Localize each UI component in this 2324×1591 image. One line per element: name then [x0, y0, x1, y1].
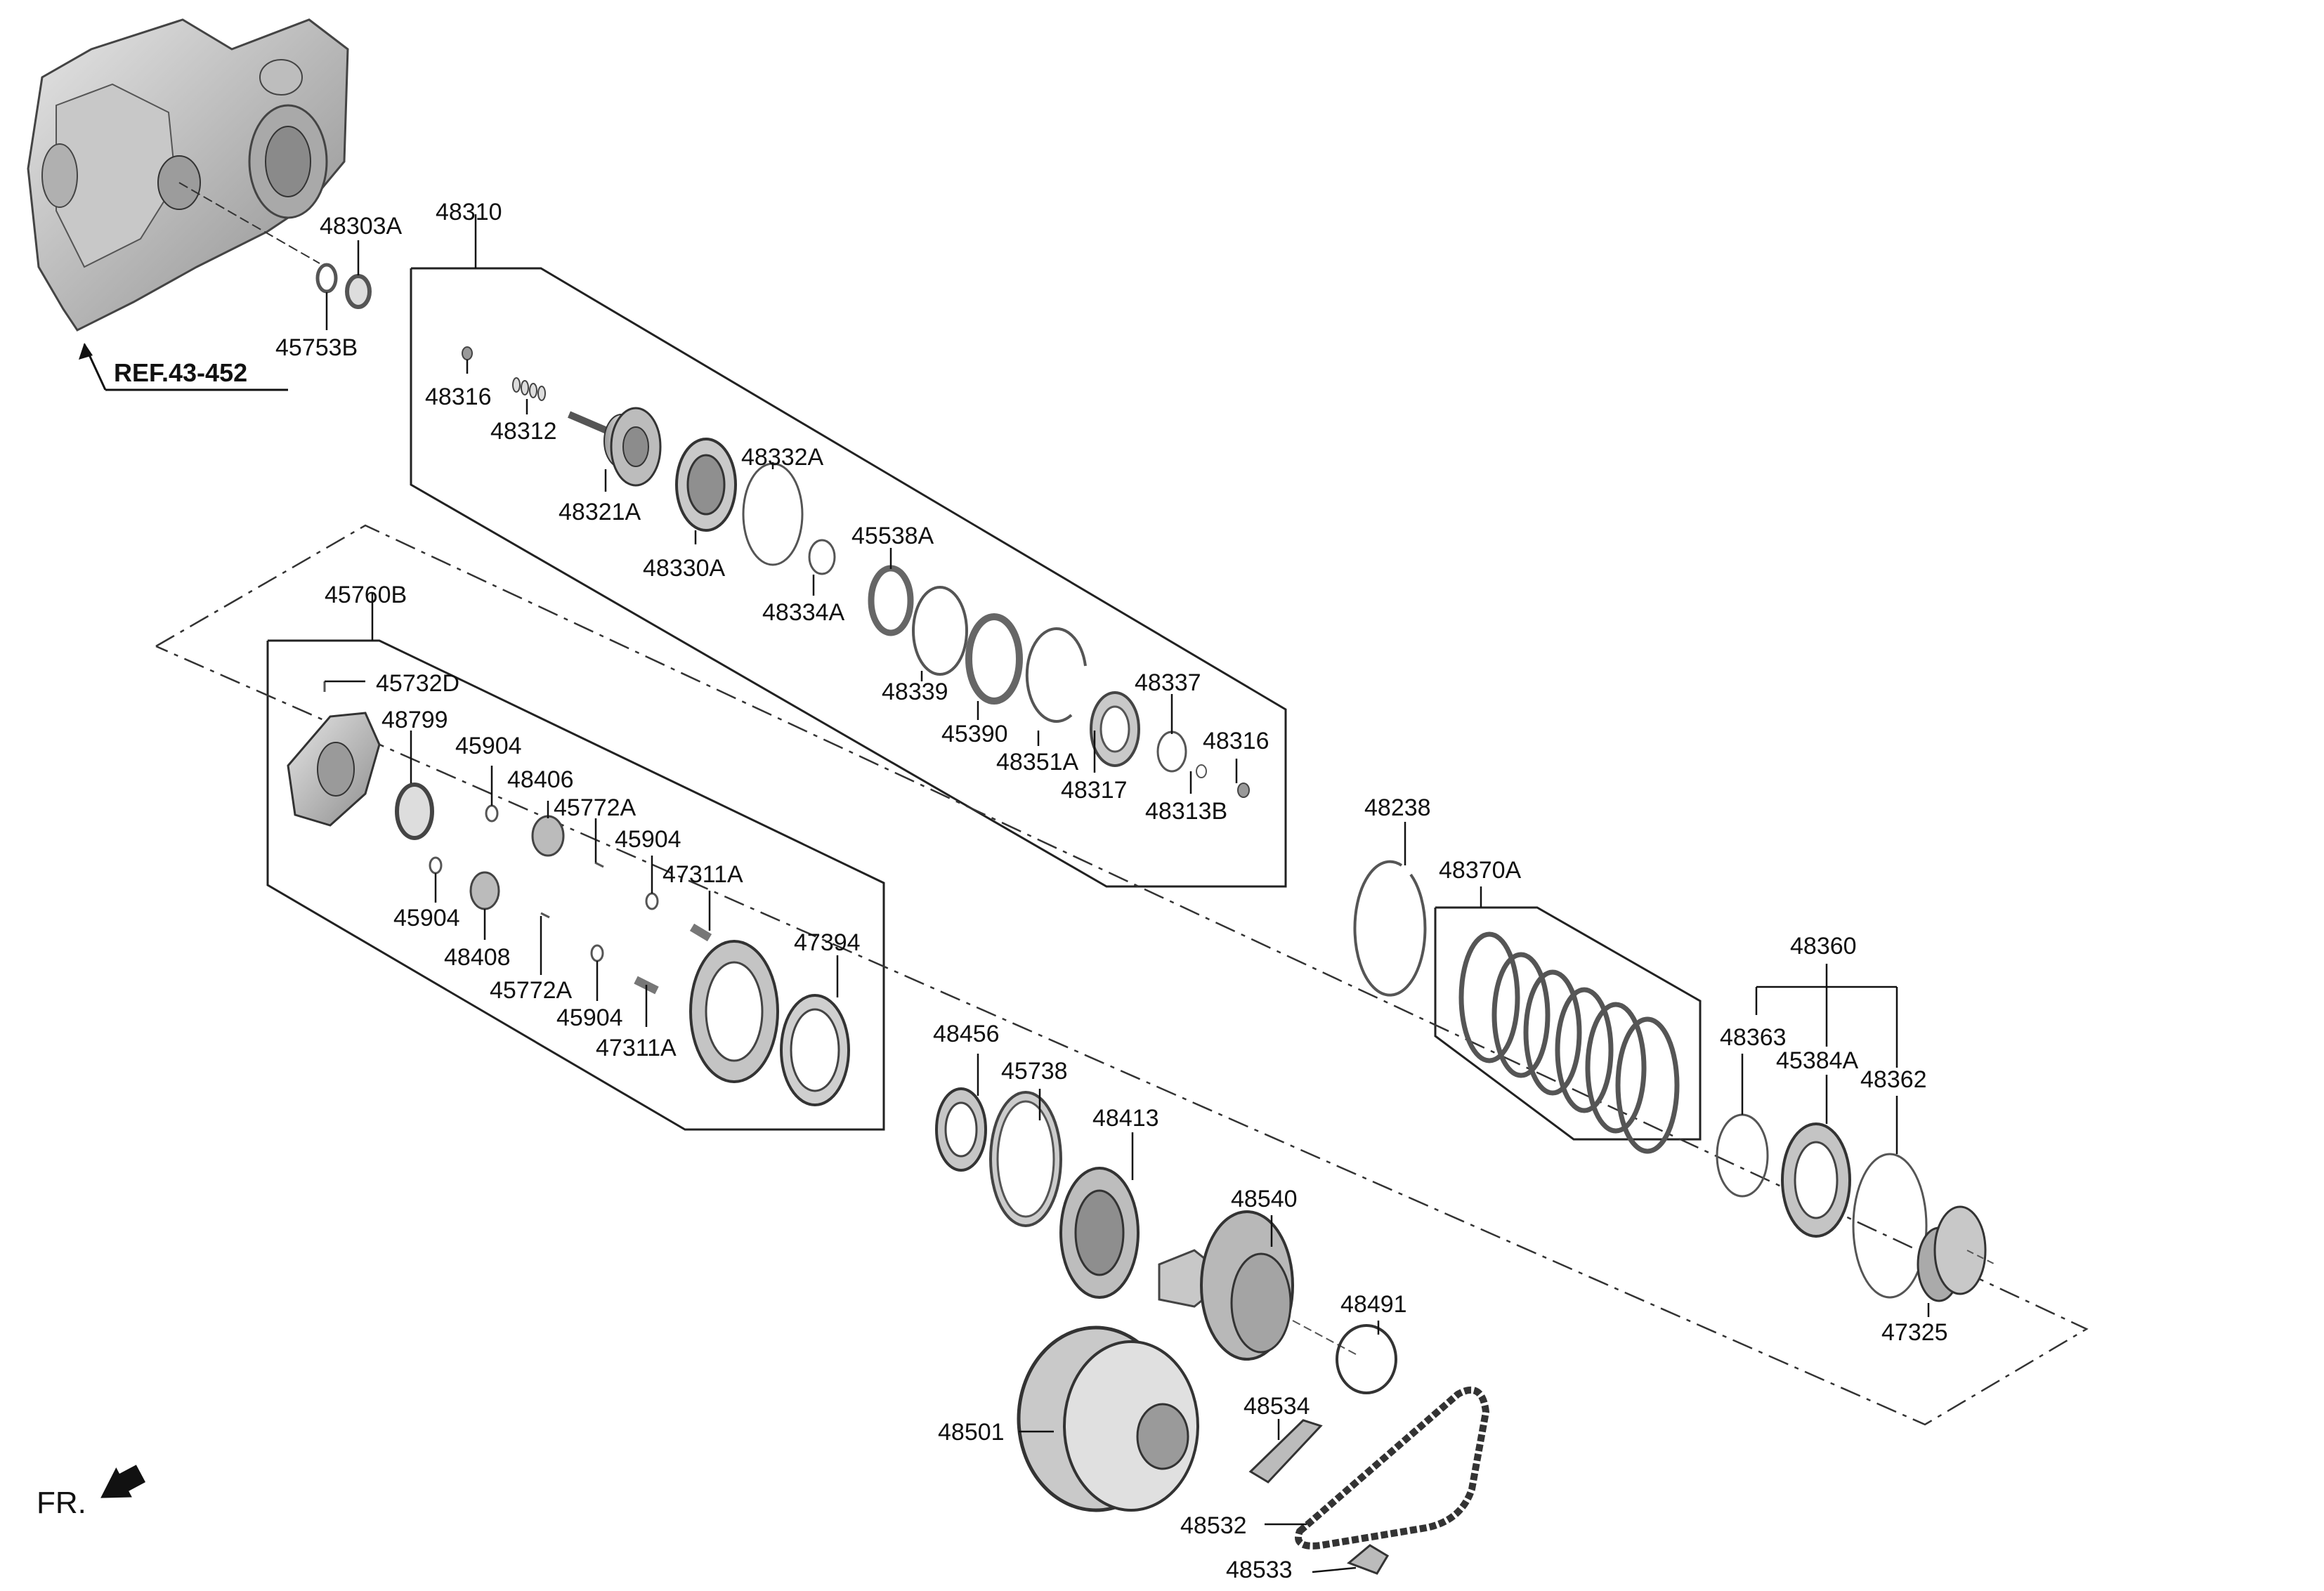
- part-label-48456: 48456: [933, 1021, 1000, 1047]
- group-frame-48370A: [1434, 906, 1702, 1141]
- part-label-48351A: 48351A: [996, 749, 1079, 775]
- part-label-45738: 45738: [1001, 1058, 1068, 1085]
- part-label-48313B: 48313B: [1145, 798, 1228, 825]
- part-label-48533: 48533: [1226, 1557, 1293, 1583]
- part-label-45904-c: 45904: [393, 905, 460, 931]
- part-label-47325: 47325: [1881, 1319, 1948, 1346]
- part-label-45772A-b: 45772A: [490, 977, 573, 1004]
- part-label-48540: 48540: [1231, 1186, 1298, 1212]
- part-label-48532: 48532: [1180, 1512, 1247, 1539]
- part-label-48370A: 48370A: [1439, 857, 1522, 884]
- ref-arrow: [79, 343, 93, 360]
- part-label-45538A: 45538A: [851, 523, 934, 549]
- part-label-48501: 48501: [938, 1419, 1005, 1446]
- part-label-47311A-b: 47311A: [596, 1035, 677, 1061]
- part-label-48310: 48310: [436, 199, 502, 225]
- parts-48310: [462, 346, 1250, 798]
- part-label-45384A: 45384A: [1776, 1047, 1859, 1074]
- group-frame-48310: [410, 267, 1287, 888]
- leader-lines: [325, 214, 1930, 1573]
- group-frame-45760B: [266, 639, 885, 1131]
- part-label-45753B: 45753B: [275, 334, 358, 361]
- front-orientation-label: FR.: [37, 1486, 86, 1520]
- part-label-48413: 48413: [1092, 1105, 1159, 1132]
- ring-48303A: [345, 274, 372, 309]
- part-label-48363: 48363: [1720, 1024, 1787, 1051]
- part-label-48339: 48339: [882, 679, 948, 705]
- part-label-45390: 45390: [941, 721, 1008, 747]
- part-label-48330A: 48330A: [643, 555, 726, 582]
- part-label-45772A-a: 45772A: [554, 794, 637, 821]
- part-label-48316-a: 48316: [425, 384, 492, 410]
- dashed-assembly-outline: [155, 524, 2089, 1426]
- part-label-48321A: 48321A: [559, 499, 641, 525]
- part-label-48491: 48491: [1340, 1291, 1407, 1318]
- clutch-pack-48370A: [1458, 931, 1680, 1154]
- part-label-48312: 48312: [490, 418, 557, 445]
- part-label-47394: 47394: [794, 929, 861, 956]
- part-label-48534: 48534: [1243, 1393, 1310, 1420]
- parts-48360: [1716, 1113, 1996, 1302]
- part-label-47311A-a: 47311A: [662, 861, 743, 888]
- ring-45753B: [315, 263, 338, 294]
- part-label-48362: 48362: [1860, 1066, 1927, 1093]
- front-direction-arrow: [100, 1465, 146, 1498]
- part-label-48303A: 48303A: [320, 213, 403, 240]
- part-label-45904-d: 45904: [556, 1004, 623, 1031]
- part-label-48360: 48360: [1790, 933, 1857, 960]
- part-label-45904-a: 45904: [455, 733, 522, 759]
- part-label-48316-b: 48316: [1203, 728, 1269, 754]
- part-label-45904-b: 45904: [615, 826, 681, 853]
- part-label-48799: 48799: [381, 707, 448, 733]
- reference-label: REF.43-452: [114, 358, 248, 387]
- part-label-48332A: 48332A: [741, 444, 824, 471]
- part-label-48334A: 48334A: [762, 599, 845, 626]
- part-label-48337: 48337: [1135, 669, 1201, 696]
- parts-45760B: [287, 681, 850, 1106]
- part-label-45732D: 45732D: [376, 670, 460, 697]
- part-label-48408: 48408: [444, 944, 511, 971]
- parts-lower: [935, 1087, 1490, 1575]
- transmission-housing: [27, 18, 349, 332]
- part-label-48406: 48406: [507, 766, 574, 793]
- snap-ring-48238: [1353, 860, 1427, 997]
- part-label-48238: 48238: [1364, 794, 1431, 821]
- part-label-48317: 48317: [1061, 777, 1128, 804]
- part-label-45760B: 45760B: [325, 582, 407, 608]
